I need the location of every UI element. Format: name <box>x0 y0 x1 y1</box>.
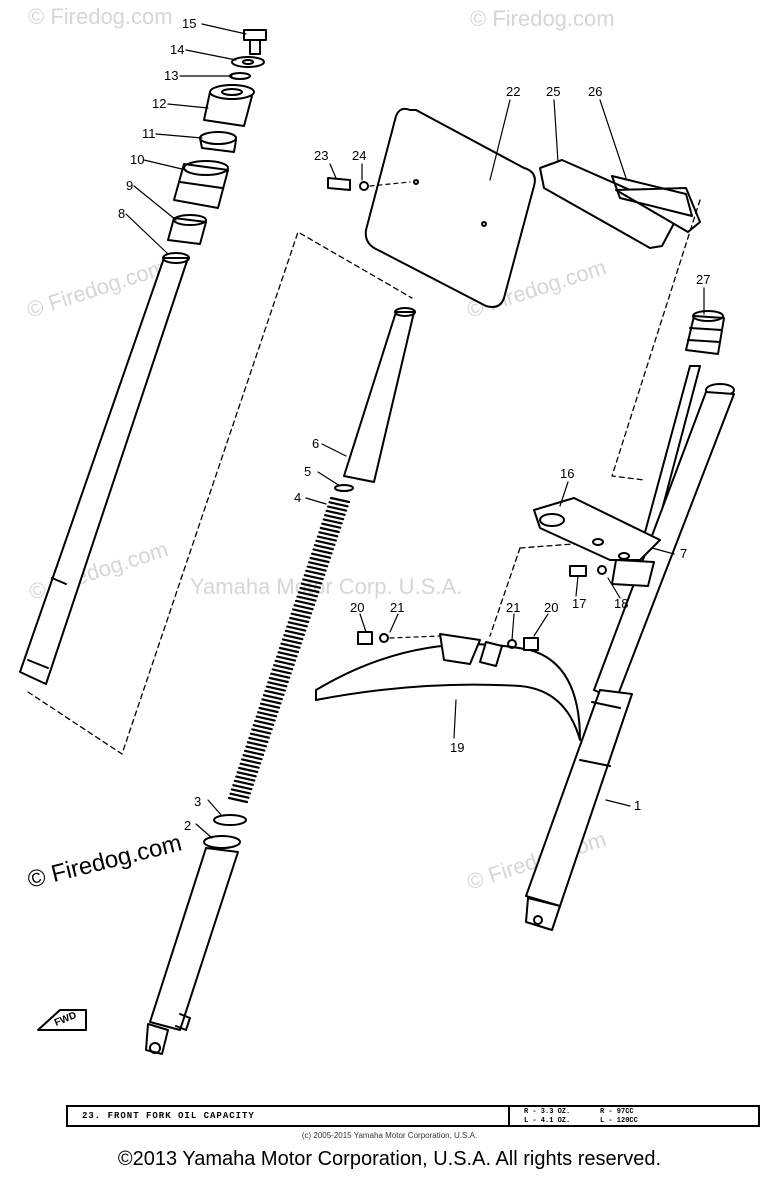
label-20a: 20 <box>350 600 364 615</box>
label-23: 23 <box>314 148 328 163</box>
label-3: 3 <box>194 794 201 809</box>
capacity-r-oz: R - 3.3 OZ. <box>524 1108 571 1116</box>
oil-capacity-title: 23. FRONT FORK OIL CAPACITY <box>82 1111 255 1121</box>
left-outer-tube <box>145 835 241 1055</box>
footer-copyright: ©2013 Yamaha Motor Corporation, U.S.A. A… <box>117 1148 662 1170</box>
label-9: 9 <box>126 178 133 193</box>
number-plate <box>364 107 536 308</box>
label-6: 6 <box>312 436 319 451</box>
watermark-center: Yamaha Motor Corp. U.S.A. <box>190 574 462 599</box>
cap-stack <box>167 29 267 245</box>
capacity-l-oz: L - 4.1 OZ. <box>524 1117 571 1125</box>
capacity-r-cc: R - 97CC <box>600 1108 634 1116</box>
label-10: 10 <box>130 152 144 167</box>
label-2: 2 <box>184 818 191 833</box>
rubber-boot <box>685 310 725 355</box>
label-5: 5 <box>304 464 311 479</box>
upper-bracket <box>533 497 661 561</box>
spring-coils <box>227 496 351 804</box>
label-19: 19 <box>450 740 464 755</box>
label-13: 13 <box>164 68 178 83</box>
label-12: 12 <box>152 96 166 111</box>
oil-capacity-values: R - 3.3 OZ. L - 4.1 OZ. R - 97CC L - 120… <box>508 1107 760 1125</box>
watermark-bl: © Firedog.com <box>25 829 185 893</box>
left-fork-tube <box>19 252 190 685</box>
label-1: 1 <box>634 798 641 813</box>
label-25: 25 <box>546 84 560 99</box>
label-17: 17 <box>572 596 586 611</box>
small-copyright: (c) 2005-2015 Yamaha Motor Corporation, … <box>301 1131 478 1140</box>
oil-capacity-bar: 23. FRONT FORK OIL CAPACITY R - 3.3 OZ. … <box>66 1105 760 1127</box>
plate-bracket <box>539 159 701 249</box>
label-20b: 20 <box>544 600 558 615</box>
label-8: 8 <box>118 206 125 221</box>
label-21b: 21 <box>506 600 520 615</box>
fwd-arrow <box>37 1009 87 1031</box>
inner-tube <box>343 307 416 483</box>
label-24: 24 <box>352 148 366 163</box>
label-22: 22 <box>506 84 520 99</box>
label-11: 11 <box>142 126 156 141</box>
label-14: 14 <box>170 42 184 57</box>
front-fender <box>315 633 581 741</box>
leader-left <box>27 231 413 755</box>
label-15: 15 <box>182 16 196 31</box>
label-21a: 21 <box>390 600 404 615</box>
label-27: 27 <box>696 272 710 287</box>
watermark-tl: © Firedog.com <box>28 4 173 29</box>
right-fork <box>525 383 735 931</box>
label-16: 16 <box>560 466 574 481</box>
capacity-l-cc: L - 120CC <box>600 1117 638 1125</box>
label-7: 7 <box>680 546 687 561</box>
label-26: 26 <box>588 84 602 99</box>
label-4: 4 <box>294 490 301 505</box>
watermark-tr: © Firedog.com <box>470 6 615 31</box>
spring <box>227 496 351 804</box>
label-18: 18 <box>614 596 628 611</box>
